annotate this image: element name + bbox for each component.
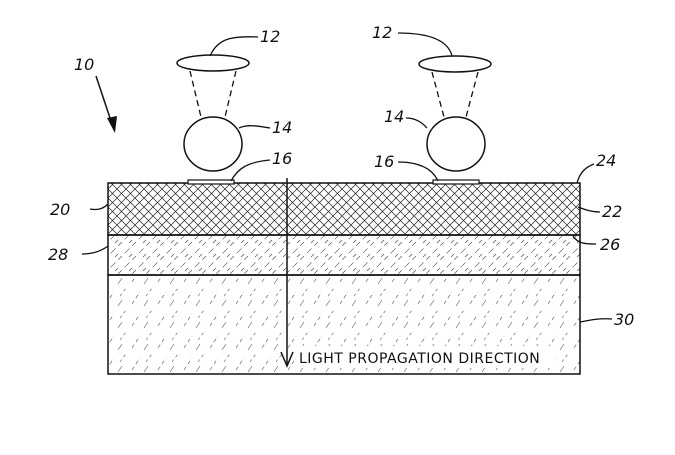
spot-right [432,179,480,185]
light-source-right [418,55,492,118]
label-24: 24 [596,151,616,170]
label-14-left: 14 [272,118,292,137]
leader-lines [81,32,613,323]
middle-layer [107,234,581,276]
light-propagation-arrow [280,178,294,368]
label-10: 10 [74,55,94,74]
label-30: 30 [614,310,634,329]
label-12-right: 12 [372,23,392,42]
lens-right [426,116,486,172]
label-22: 22 [602,202,622,221]
device-reference-arrow [95,75,117,133]
label-14-right: 14 [384,107,404,126]
caption-backdrop [296,346,554,368]
label-28: 28 [48,245,68,264]
top-layer [107,182,581,236]
label-12-left: 12 [260,27,280,46]
light-source-left [176,54,250,118]
label-26: 26 [600,235,620,254]
label-16-right: 16 [374,152,394,171]
label-16-left: 16 [272,149,292,168]
lens-left [183,116,243,172]
light-direction-caption: LIGHT PROPAGATION DIRECTION [299,351,540,367]
label-20: 20 [50,200,70,219]
spot-left [187,179,235,185]
